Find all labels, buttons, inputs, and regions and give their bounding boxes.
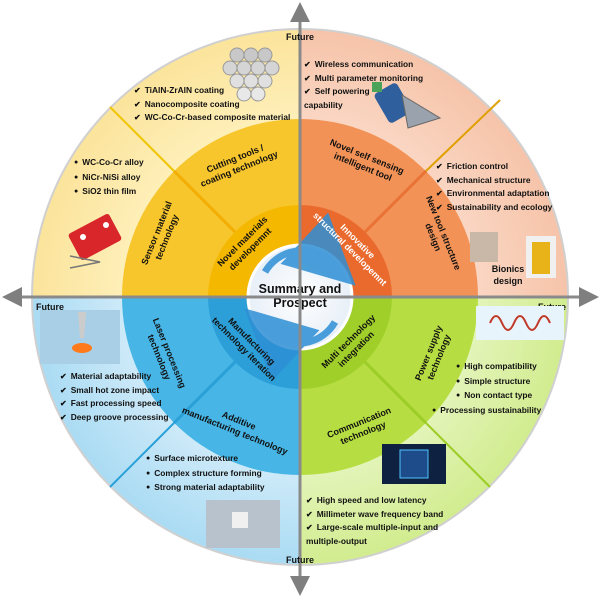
outer-divider-br	[425, 422, 491, 488]
list-additive: Surface microtexture Complex structure f…	[146, 452, 265, 496]
outer-divider-tl	[109, 106, 175, 172]
list-item: Simple structure	[456, 375, 541, 390]
future-label-left: Future	[36, 302, 64, 312]
list-structure: Friction control Mechanical structure En…	[436, 160, 553, 215]
list-item: Processing sustainability	[432, 404, 541, 419]
cycle-arrow-icon-2	[244, 308, 339, 382]
list-item: Nanocomposite coating	[134, 98, 290, 112]
list-item: Strong material adaptability	[146, 481, 264, 496]
future-label-bottom: Future	[286, 555, 314, 565]
list-item: Non contact type	[456, 389, 541, 404]
list-item: Complex structure forming	[146, 467, 265, 482]
list-laser: Material adaptability Small hot zone imp…	[60, 370, 169, 425]
arrow-left-icon	[2, 287, 22, 307]
future-label-top: Future	[286, 32, 314, 42]
list-item: Millimeter wave frequency band	[306, 508, 454, 522]
list-item: High speed and low latency	[306, 494, 454, 508]
list-item: Wireless communication	[304, 58, 424, 72]
list-item: WC-Co-Cr alloy	[74, 156, 143, 171]
list-item: Friction control	[436, 160, 552, 174]
list-item: SiO2 thin film	[74, 185, 144, 200]
list-item: Environmental adaptation	[436, 187, 552, 201]
laser-image	[40, 310, 120, 364]
cycle-arrow-icon	[261, 212, 356, 286]
coil-image	[476, 306, 564, 340]
list-item: Small hot zone impact	[60, 384, 168, 398]
list-sensor-materials: WC-Co-Cr alloy NiCr-NiSi alloy SiO2 thin…	[74, 156, 144, 200]
bionics-label-line2: design	[493, 276, 522, 286]
list-item: Surface microtexture	[146, 452, 265, 467]
list-item: Multi parameter monitoring	[304, 72, 424, 86]
list-item: Mechanical structure	[436, 174, 552, 188]
list-coatings: TiAlN-ZrAlN coating Nanocomposite coatin…	[134, 84, 291, 125]
chip-image	[382, 444, 446, 484]
arrow-up-icon	[290, 2, 310, 22]
list-item: High compatibility	[456, 360, 541, 375]
arrow-right-icon	[579, 287, 599, 307]
printer-image	[206, 500, 280, 548]
list-item: NiCr-NiSi alloy	[74, 171, 144, 186]
list-power: High compatibility Simple structure Non …	[432, 360, 541, 418]
list-item: Deep groove processing	[60, 411, 169, 425]
list-item: Fast processing speed	[60, 397, 168, 411]
list-sensing: Wireless communication Multi parameter m…	[304, 58, 424, 111]
bionics-image	[470, 232, 556, 278]
bionics-label-line1: Bionics	[492, 264, 525, 274]
outer-divider-bl	[109, 422, 175, 488]
list-item: TiAlN-ZrAlN coating	[134, 84, 290, 98]
list-item: Large-scale multiple-input and multiple-…	[306, 521, 454, 547]
sensor-board-image	[68, 214, 122, 269]
list-item: Sustainability and ecology	[436, 201, 553, 215]
list-item: WC-Co-Cr-based composite material	[134, 111, 291, 125]
list-item: Material adaptability	[60, 370, 168, 384]
list-communication: High speed and low latency Millimeter wa…	[306, 494, 454, 547]
arrow-down-icon	[290, 576, 310, 596]
list-item: Self powering capability	[304, 85, 382, 111]
